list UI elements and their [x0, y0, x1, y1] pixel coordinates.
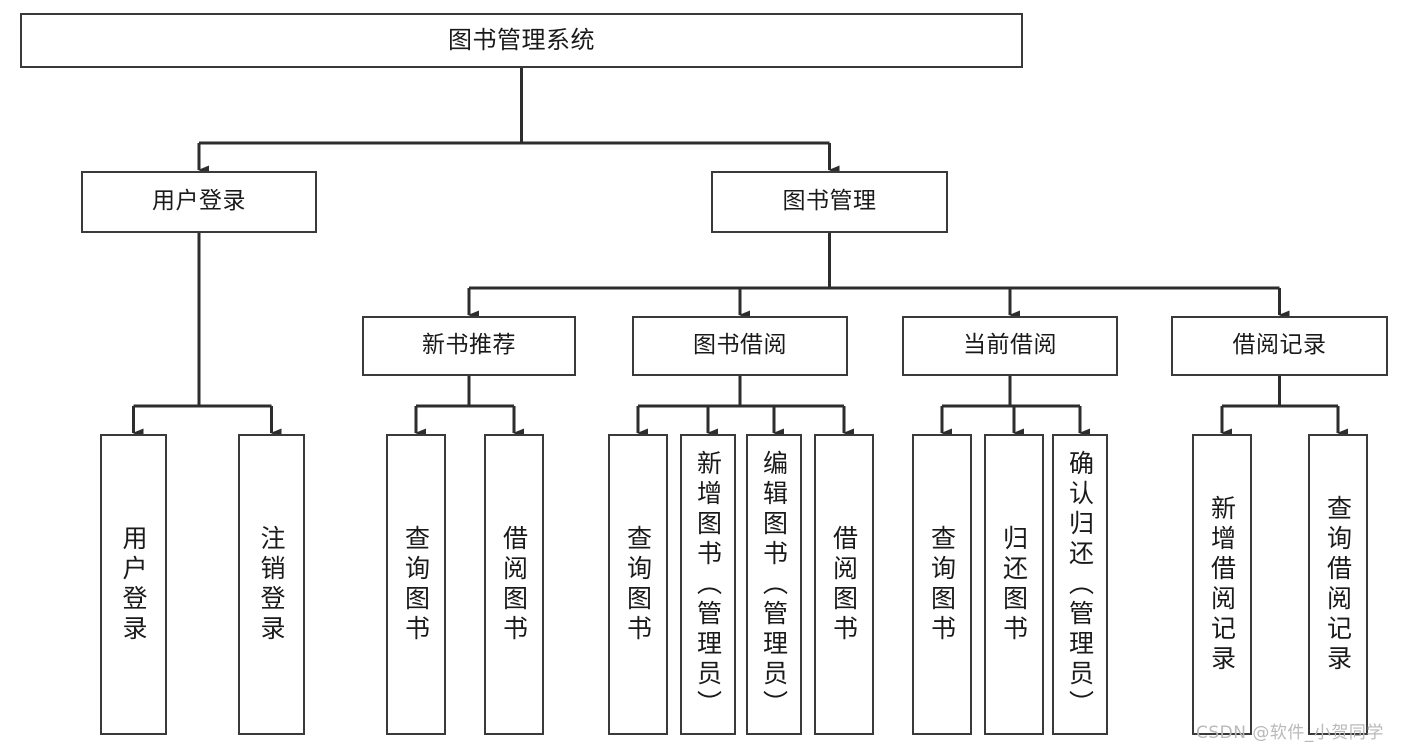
- node-label-borrow-record: 借阅记录: [1232, 332, 1327, 359]
- node-leaf-query-book-3[interactable]: 查询图书: [912, 434, 972, 735]
- node-leaf-query-book-2[interactable]: 查询图书: [608, 434, 668, 735]
- node-label-book-manage: 图书管理: [782, 188, 877, 215]
- node-leaf-edit-book[interactable]: 编辑图书（管理员）: [746, 434, 802, 735]
- node-label-leaf-query-book-1: 查询图书: [401, 524, 431, 645]
- node-leaf-query-book-1[interactable]: 查询图书: [386, 434, 446, 735]
- node-label-leaf-add-book: 新增图书（管理员）: [693, 449, 723, 720]
- node-label-leaf-user-login: 用户登录: [119, 524, 148, 645]
- node-book-borrow[interactable]: 图书借阅: [632, 316, 848, 376]
- node-new-book-rec[interactable]: 新书推荐: [362, 316, 576, 376]
- node-label-user-login: 用户登录: [152, 188, 246, 215]
- node-root[interactable]: 图书管理系统: [20, 13, 1023, 68]
- node-leaf-confirm-return[interactable]: 确认归还（管理员）: [1052, 434, 1108, 735]
- node-label-leaf-borrow-book-1: 借阅图书: [499, 524, 529, 645]
- node-label-leaf-add-record: 新增借阅记录: [1207, 494, 1237, 675]
- node-leaf-borrow-book-1[interactable]: 借阅图书: [484, 434, 544, 735]
- node-leaf-query-record[interactable]: 查询借阅记录: [1308, 434, 1368, 735]
- node-label-leaf-query-book-2: 查询图书: [623, 524, 653, 645]
- node-label-leaf-logout: 注销登录: [257, 524, 286, 645]
- node-label-current-borrow: 当前借阅: [963, 332, 1057, 359]
- node-user-login[interactable]: 用户登录: [81, 171, 317, 233]
- node-leaf-add-record[interactable]: 新增借阅记录: [1192, 434, 1252, 735]
- csdn-watermark: CSDN @软件_小贺同学: [1196, 723, 1384, 743]
- node-borrow-record[interactable]: 借阅记录: [1171, 316, 1388, 376]
- node-label-book-borrow: 图书借阅: [693, 332, 787, 359]
- node-leaf-add-book[interactable]: 新增图书（管理员）: [680, 434, 736, 735]
- node-label-leaf-edit-book: 编辑图书（管理员）: [759, 449, 789, 720]
- node-label-leaf-query-record: 查询借阅记录: [1323, 494, 1353, 675]
- node-label-leaf-confirm-return: 确认归还（管理员）: [1065, 449, 1095, 720]
- node-label-leaf-query-book-3: 查询图书: [927, 524, 957, 645]
- node-leaf-return-book[interactable]: 归还图书: [984, 434, 1044, 735]
- node-leaf-borrow-book-2[interactable]: 借阅图书: [814, 434, 874, 735]
- node-label-leaf-return-book: 归还图书: [999, 524, 1029, 645]
- node-leaf-logout[interactable]: 注销登录: [238, 434, 305, 735]
- node-label-new-book-rec: 新书推荐: [422, 332, 516, 359]
- node-label-leaf-borrow-book-2: 借阅图书: [829, 524, 859, 645]
- node-current-borrow[interactable]: 当前借阅: [902, 316, 1118, 376]
- node-label-root: 图书管理系统: [448, 26, 595, 55]
- node-book-manage[interactable]: 图书管理: [711, 171, 948, 233]
- node-leaf-user-login[interactable]: 用户登录: [100, 434, 167, 735]
